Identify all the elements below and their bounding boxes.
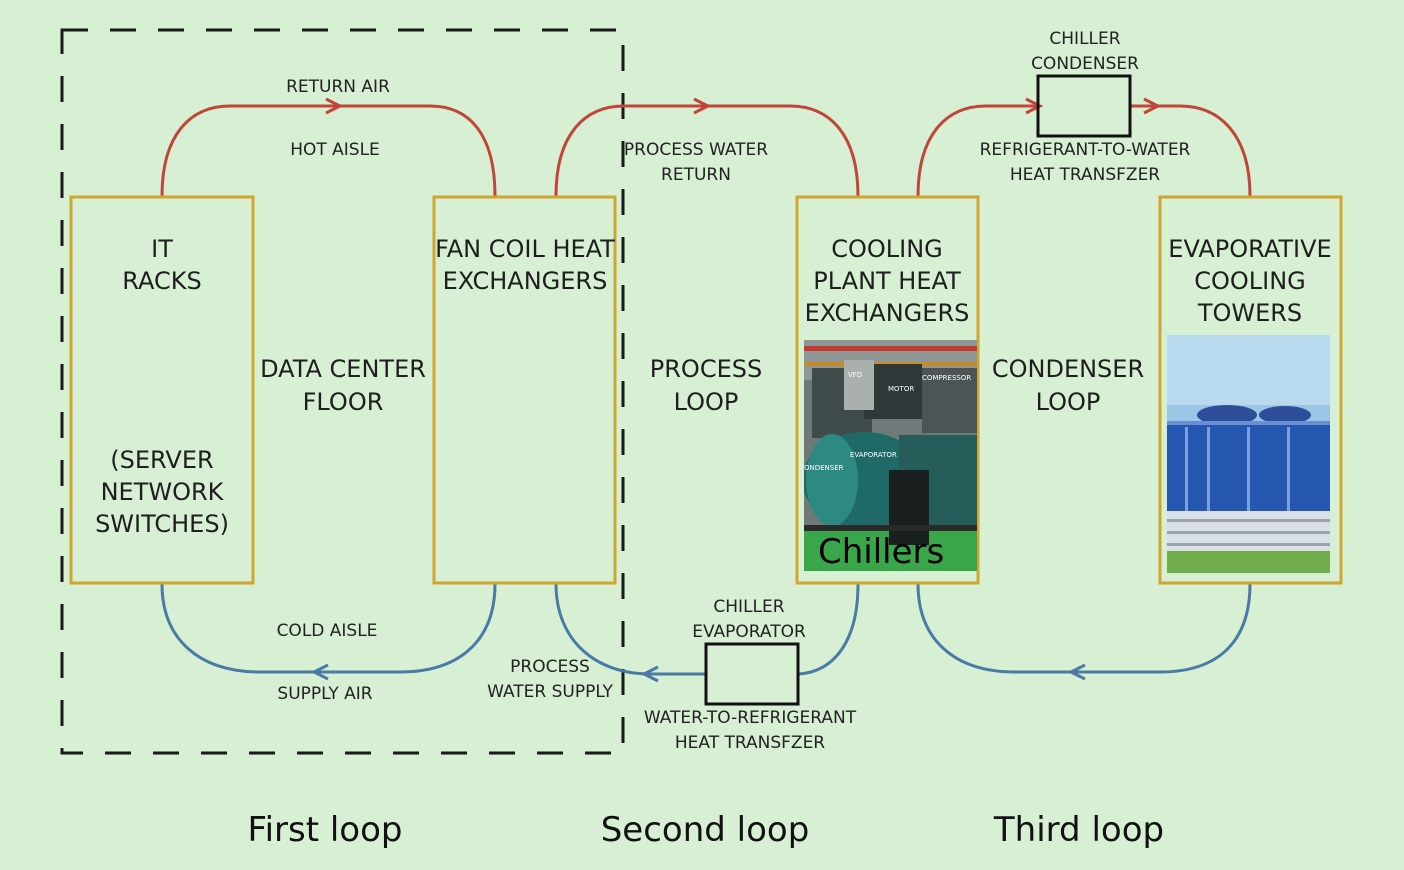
arrow-right-icon (1025, 97, 1044, 115)
second-loop-caption: Second loop (600, 810, 810, 850)
cold-aisle-label: COLD AISLE (276, 621, 378, 641)
water-to-refrigerant-label: WATER-TO-REFRIGERANT HEAT TRANSFZER (643, 708, 857, 753)
condenser-loop-label: CONDENSER LOOP (991, 355, 1145, 416)
refrigerant-to-water-label: REFRIGERANT-TO-WATER HEAT TRANSFZER (979, 140, 1191, 185)
arrow-left-icon (310, 663, 329, 681)
condenser-photo-label: ONDENSER (804, 464, 844, 472)
arrow-left-icon (1067, 663, 1086, 681)
towers-box (1158, 195, 1343, 585)
towers-title: EVAPORATIVE COOLING TOWERS (1168, 235, 1332, 327)
refrigerant-hot-line (916, 104, 1252, 197)
arrow-left-icon (640, 665, 659, 683)
fan-coil-title: FAN COIL HEAT EXCHANGERS (435, 235, 615, 295)
supply-air-line (160, 583, 497, 674)
chillers-caption: Chillers (818, 532, 945, 572)
fan-coil-box (432, 195, 617, 585)
condenser-return-line (916, 583, 1252, 674)
supply-air-label: SUPPLY AIR (277, 684, 373, 704)
it-racks-box (69, 195, 255, 585)
chiller-condenser-label: CHILLER CONDENSER (1031, 29, 1139, 74)
chiller-evaporator-box (704, 642, 800, 706)
arrow-right-icon (325, 97, 344, 115)
first-loop-caption: First loop (247, 810, 403, 850)
it-racks-title: IT RACKS (122, 235, 202, 295)
evaporator-label: EVAPORATOR (850, 451, 897, 459)
cooling-towers-image (1167, 335, 1330, 573)
hot-aisle-label: HOT AISLE (290, 140, 380, 160)
process-water-return-label: PROCESS WATER RETURN (623, 140, 769, 185)
compressor-label: COMPRESSOR (922, 374, 971, 382)
first-loop-boundary (60, 28, 625, 755)
return-air-label: RETURN AIR (286, 77, 390, 97)
process-loop-label: PROCESS LOOP (649, 355, 763, 416)
motor-label: MOTOR (888, 385, 914, 393)
arrow-right-icon (1143, 97, 1162, 115)
arrow-right-icon (693, 97, 712, 115)
chillers-image: VFD MOTOR COMPRESSOR EVAPORATOR ONDENSER (804, 340, 977, 571)
data-center-floor-label: DATA CENTER FLOOR (260, 355, 426, 416)
chiller-condenser-box (1036, 74, 1132, 138)
return-air-line (160, 104, 497, 197)
chiller-evaporator-label: CHILLER EVAPORATOR (692, 597, 806, 642)
cooling-plant-box (795, 195, 980, 585)
third-loop-caption: Third loop (993, 810, 1165, 850)
process-water-supply-label: PROCESS WATER SUPPLY (487, 657, 613, 702)
vfd-label: VFD (848, 371, 862, 379)
cooling-plant-title: COOLING PLANT HEAT EXCHANGERS (804, 235, 970, 327)
it-racks-subtitle: (SERVER NETWORK SWITCHES) (95, 446, 229, 538)
